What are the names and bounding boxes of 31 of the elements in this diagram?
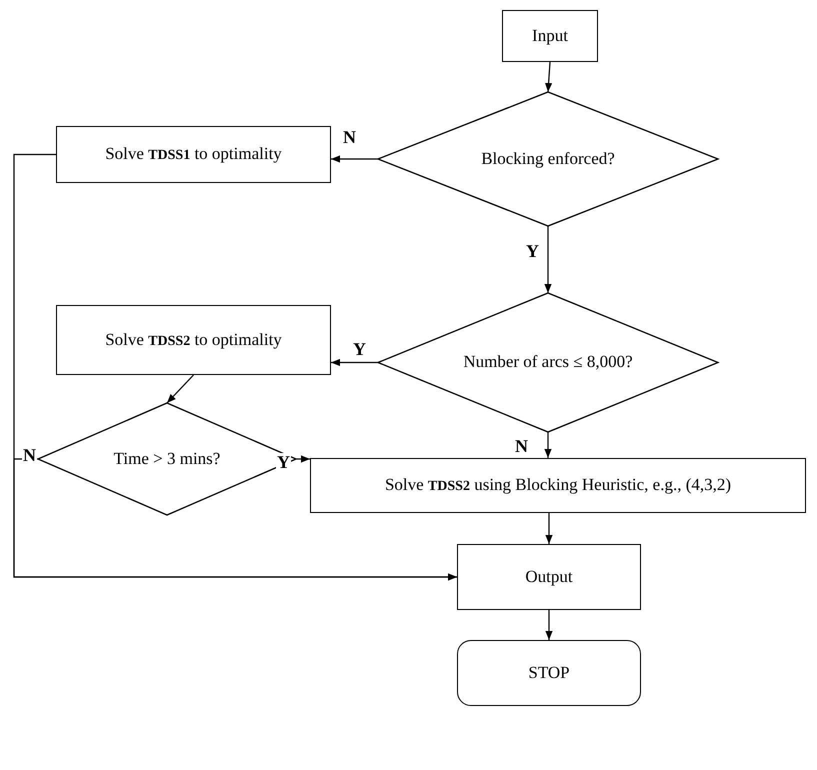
edge-label: Y (276, 453, 291, 471)
box-text: Solve TDSS2 using Blocking Heuristic, e.g., (4,3,2) (384, 474, 732, 496)
arrow (545, 62, 552, 92)
arrow (13, 458, 457, 581)
arrow (545, 513, 553, 544)
decision-text: Number of arcs ≤ 8,000? (463, 351, 633, 374)
edge-label: N (342, 128, 357, 146)
edge-label: N (22, 446, 37, 464)
process-box (457, 544, 641, 610)
process-box (502, 10, 598, 62)
arrow (296, 455, 310, 463)
arrow (545, 610, 553, 640)
arrow (544, 226, 552, 293)
arrow (331, 358, 378, 366)
box-text: Solve TDSS2 to optimality (105, 328, 282, 351)
arrow (331, 155, 378, 163)
terminal-box (457, 640, 641, 706)
process-box (56, 126, 331, 183)
process-box (310, 458, 806, 513)
box-text: Solve TDSS1 to optimality (105, 143, 282, 166)
decision-text: Time > 3 mins? (114, 448, 220, 470)
box-text: Input (532, 24, 568, 47)
edge-label: N (514, 437, 529, 455)
edge-label: Y (525, 242, 540, 260)
process-box (56, 305, 331, 375)
box-text: STOP (528, 662, 570, 684)
edge-label: Y (352, 340, 367, 358)
decision-text: Blocking enforced? (481, 148, 615, 170)
arrow (166, 374, 194, 404)
arrow (544, 432, 552, 458)
box-text: Output (525, 566, 573, 588)
